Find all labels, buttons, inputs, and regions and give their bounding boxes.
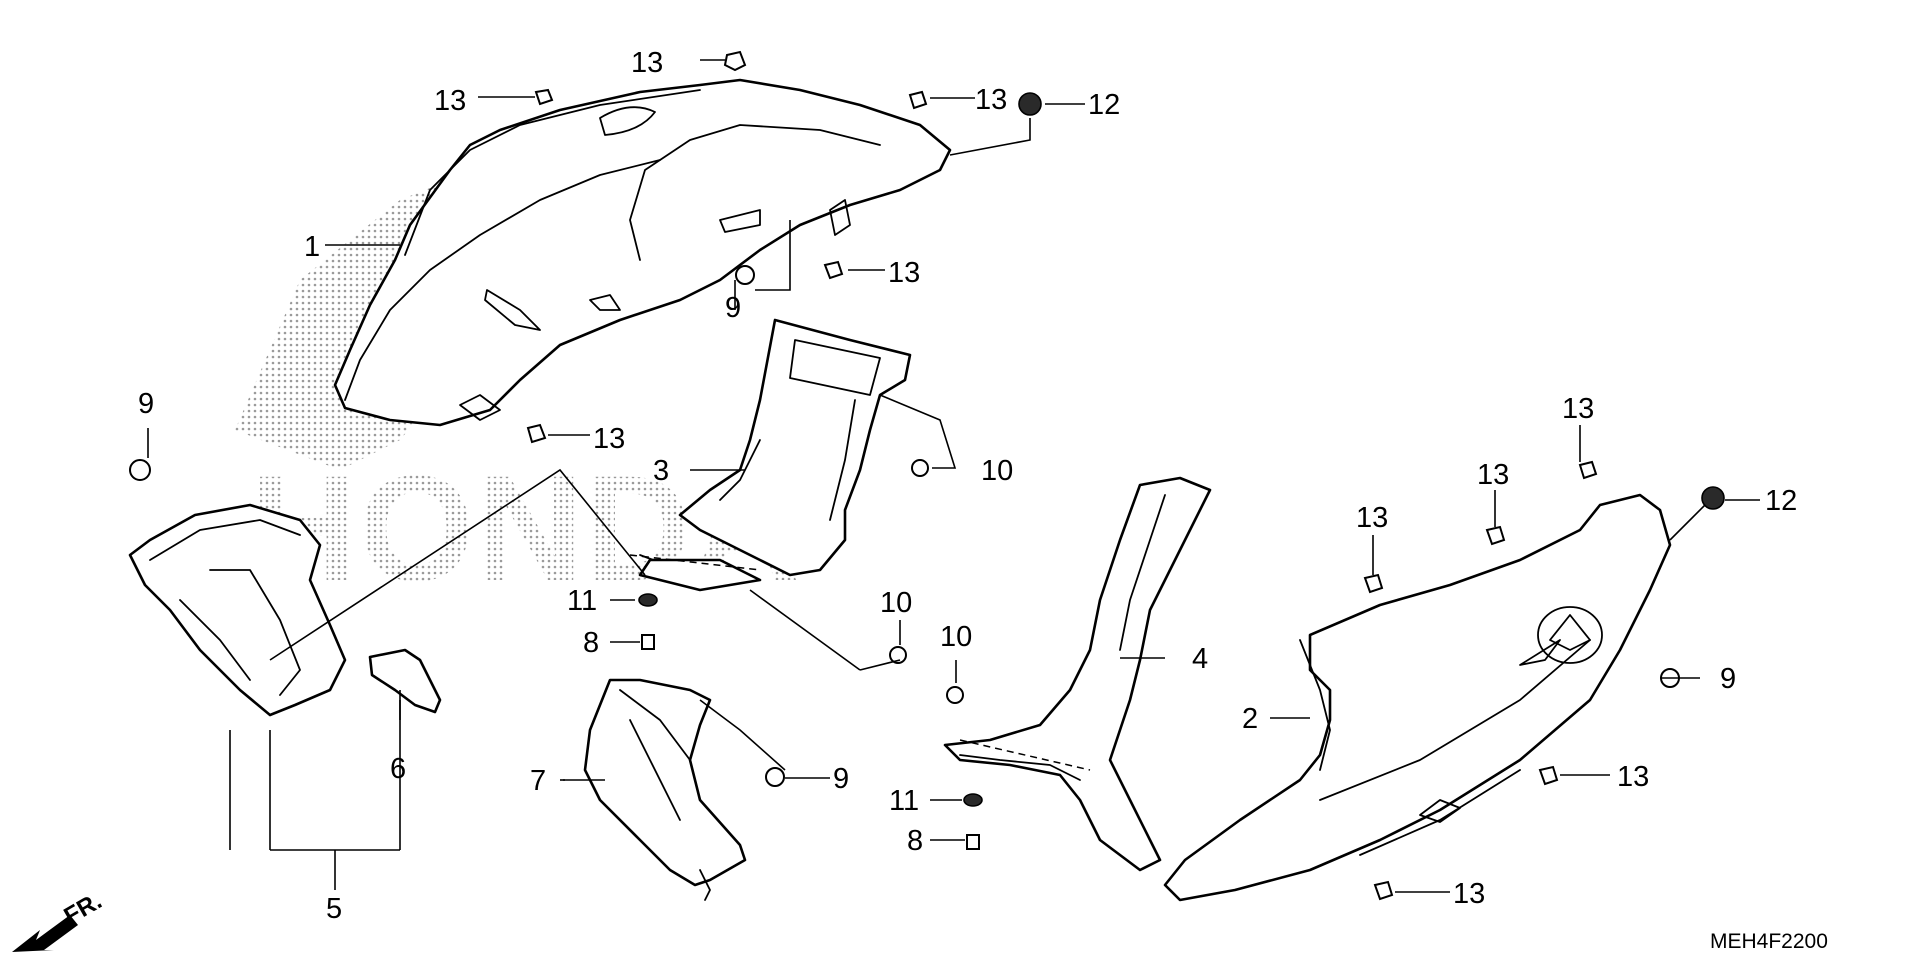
part-1-front-cowl	[333, 78, 952, 427]
grommet-12-icon	[1701, 486, 1725, 510]
clip-13-icon	[534, 88, 554, 106]
callout-3: 3	[653, 455, 669, 487]
bolt-10-icon	[911, 459, 929, 477]
screw-8-icon	[966, 834, 980, 850]
clip-13-icon	[1363, 573, 1384, 594]
clip-13-icon	[823, 260, 844, 280]
bolt-9-icon	[765, 767, 785, 787]
callout-8: 8	[907, 825, 923, 857]
screw-8-icon	[641, 634, 655, 650]
callout-13: 13	[1477, 459, 1509, 491]
arrow-icon	[12, 915, 78, 952]
callout-13: 13	[434, 85, 466, 117]
callout-13: 13	[1356, 502, 1388, 534]
callout-7: 7	[530, 765, 546, 797]
part-6-bracket	[368, 648, 442, 714]
callout-9: 9	[725, 292, 741, 324]
callout-5: 5	[326, 893, 342, 925]
part-4-inner-panel	[943, 476, 1212, 872]
callout-13: 13	[1562, 393, 1594, 425]
callout-13: 13	[631, 47, 663, 79]
callout-11: 11	[567, 585, 597, 617]
bolt-9-icon	[129, 459, 151, 481]
grommet-12-icon	[1018, 92, 1042, 116]
callout-12: 12	[1088, 89, 1120, 121]
clip-13-icon	[908, 90, 928, 110]
clip-13-icon	[1538, 765, 1559, 786]
part-7-inner-lower-panel	[583, 678, 747, 901]
callout-12: 12	[1765, 485, 1797, 517]
callout-10: 10	[981, 455, 1013, 487]
callout-11: 11	[889, 785, 919, 817]
callout-9: 9	[1720, 663, 1736, 695]
clip-13-icon	[1578, 460, 1598, 480]
fasteners	[129, 50, 1725, 901]
callout-10: 10	[940, 621, 972, 653]
clip-13-icon	[1485, 525, 1506, 546]
part-2-right-lower-cowl	[1163, 493, 1672, 902]
callout-13: 13	[1453, 878, 1485, 910]
callout-9: 9	[138, 388, 154, 420]
bolt-10-icon	[946, 686, 964, 704]
callout-13: 13	[888, 257, 920, 289]
callout-4: 4	[1192, 643, 1208, 675]
callout-13: 13	[1617, 761, 1649, 793]
clip-13-icon	[723, 50, 747, 72]
callout-9: 9	[833, 763, 849, 795]
callout-8: 8	[583, 627, 599, 659]
callout-13: 13	[975, 84, 1007, 116]
front-direction-indicator: FR.	[12, 887, 106, 952]
callout-10: 10	[880, 587, 912, 619]
callout-labels: 13 13 13 12 1 13 9 13 9 10 3 11 10 8 10 …	[138, 47, 1797, 925]
washer-11-icon	[638, 593, 658, 607]
callout-6: 6	[390, 753, 406, 785]
callout-2: 2	[1242, 703, 1258, 735]
diagram-code: MEH4F2200	[1710, 930, 1828, 953]
bolt-10-icon	[889, 646, 907, 664]
leader-lines	[147, 59, 1760, 893]
washer-11-icon	[963, 793, 983, 807]
callout-13: 13	[593, 423, 625, 455]
clip-13-icon	[1373, 880, 1394, 901]
part-3-inner-panel	[638, 318, 912, 592]
bolt-9-icon	[735, 265, 755, 285]
part-5-left-lower-cowl	[128, 503, 347, 717]
callout-1: 1	[304, 231, 320, 263]
clip-13-icon	[526, 423, 547, 444]
